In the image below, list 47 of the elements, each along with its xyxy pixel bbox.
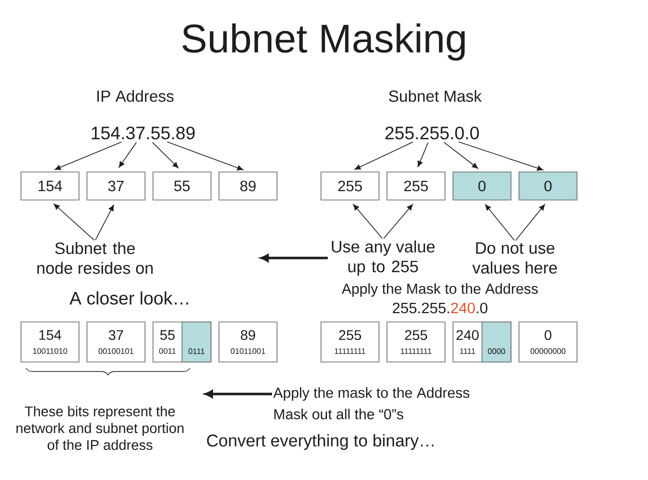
heading: Subnet Mask [389,90,482,102]
octet-box: 0 [452,172,512,200]
arrow [54,204,95,241]
arrow [54,142,122,170]
octet-box: 37 [86,172,146,200]
arrow [383,204,413,239]
highlighted-bits: 0111 [182,322,212,362]
arrow [458,141,544,171]
octet-box: 89 [218,172,278,200]
binary-box: 255 11111111 [320,322,380,362]
mask-value: 255.255.240.0 [392,302,488,314]
annotation: Subnet the node resides on [37,242,153,274]
arrow [418,142,428,167]
annotation: These bits represent the network and subnet portion of the IP address [16,406,184,450]
arrow [485,204,515,241]
arrow [515,204,545,241]
binary-box: 154 10011010 [20,322,80,362]
octet-box: 255 [320,172,380,200]
arrow [354,142,414,170]
octet-box: 255 [386,172,446,200]
arrow [444,142,478,169]
arrow [260,254,328,262]
octet-box: 0 [518,172,578,200]
arrow [166,142,244,170]
octet-box: 154 [20,172,80,200]
annotation: Apply the mask to the Address [273,387,470,401]
binary-box: 255 11111111 [386,322,446,362]
step-heading: A closer look… [70,291,188,305]
binary-box: 0 00000000 [518,322,578,362]
address-text: 255.255.0.0 [385,126,479,140]
annotation: Use any value up to 255 [332,240,435,276]
step-heading: Convert everything to binary… [207,434,434,450]
octet-box: 55 [152,172,212,200]
annotation: Mask out all the “0”s [274,408,404,420]
heading: IP Address [97,90,174,102]
arrow [204,390,272,398]
address-text: 154.37.55.89 [92,126,195,140]
binary-box: 89 01011001 [218,322,278,362]
annotation: Apply the Mask to the Address [342,283,538,297]
title: Subnet Masking [182,23,465,61]
binary-box: 37 00100101 [86,322,146,362]
arrow [118,142,137,168]
arrow [353,204,383,239]
arrow [152,142,179,168]
arrow [95,204,114,240]
annotation: Do not use values here [472,242,557,274]
highlighted-bits: 0000 [482,322,512,362]
